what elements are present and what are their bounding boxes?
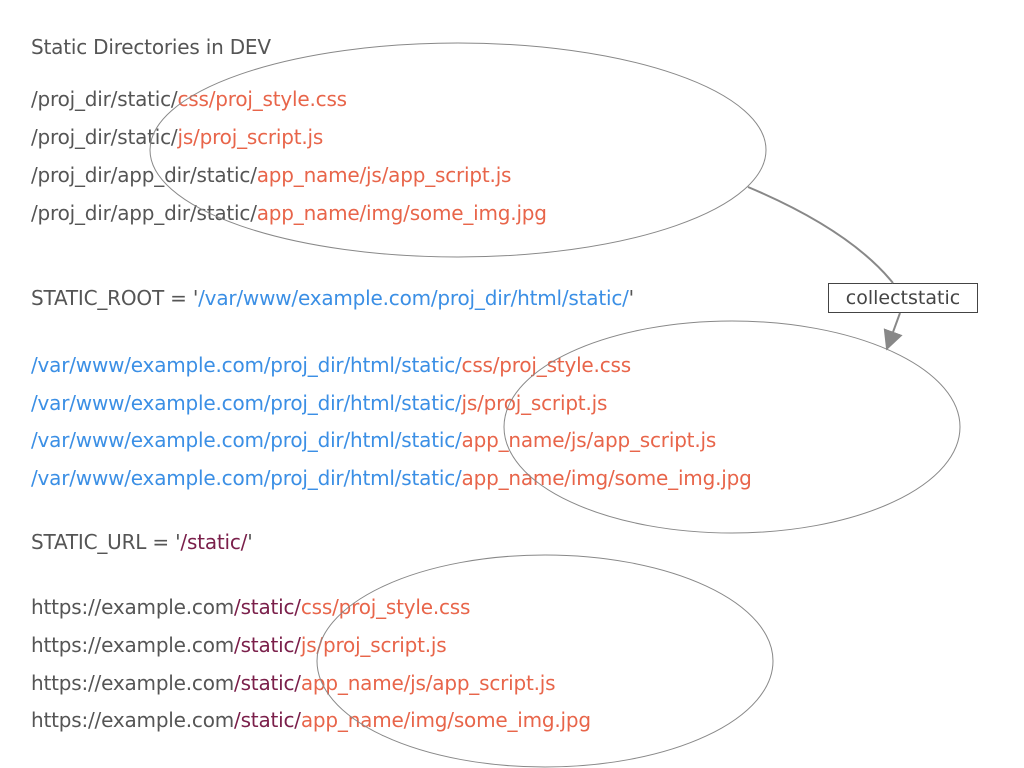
root-path-row: /var/www/example.com/proj_dir/html/stati… <box>31 391 607 415</box>
url-path-row: https://example.com/static/js/proj_scrip… <box>31 633 447 657</box>
static-url-value: /static/ <box>180 530 248 554</box>
root-path-row: /var/www/example.com/proj_dir/html/stati… <box>31 353 631 377</box>
collectstatic-arrow-line <box>747 186 894 284</box>
url-host: https://example.com <box>31 671 235 695</box>
static-url-close-quote: ' <box>247 530 253 554</box>
url-suffix: app_name/img/some_img.jpg <box>300 708 591 732</box>
root-path-row: /var/www/example.com/proj_dir/html/stati… <box>31 428 716 452</box>
root-path-prefix: /var/www/example.com/proj_dir/html/stati… <box>31 353 462 377</box>
url-host: https://example.com <box>31 708 235 732</box>
dev-path-suffix: css/proj_style.css <box>177 87 347 111</box>
url-path-row: https://example.com/static/css/proj_styl… <box>31 595 470 619</box>
diagram-title: Static Directories in DEV <box>31 35 271 59</box>
url-static: /static/ <box>234 633 301 657</box>
dev-paths-ellipse <box>149 42 767 258</box>
url-static: /static/ <box>234 595 301 619</box>
dev-path-suffix: app_name/img/some_img.jpg <box>256 201 547 225</box>
root-paths-ellipse <box>503 320 961 534</box>
static-root-close-quote: ' <box>628 286 635 310</box>
collectstatic-arrow-head <box>883 312 903 351</box>
dev-path-row: /proj_dir/app_dir/static/app_name/img/so… <box>31 201 547 225</box>
url-path-row: https://example.com/static/app_name/img/… <box>31 708 591 732</box>
dev-path-row: /proj_dir/app_dir/static/app_name/js/app… <box>31 163 511 187</box>
url-static: /static/ <box>234 671 301 695</box>
dev-path-suffix: js/proj_script.js <box>177 125 324 149</box>
url-host: https://example.com <box>31 633 235 657</box>
root-path-prefix: /var/www/example.com/proj_dir/html/stati… <box>31 428 462 452</box>
collectstatic-label: collectstatic <box>828 283 978 313</box>
static-url-label: STATIC_URL = ' <box>31 530 181 554</box>
dev-path-prefix: /proj_dir/static/ <box>31 87 178 111</box>
url-suffix: js/proj_script.js <box>300 633 447 657</box>
url-suffix: app_name/js/app_script.js <box>300 671 556 695</box>
url-path-row: https://example.com/static/app_name/js/a… <box>31 671 556 695</box>
dev-path-row: /proj_dir/static/js/proj_script.js <box>31 125 323 149</box>
root-path-prefix: /var/www/example.com/proj_dir/html/stati… <box>31 466 462 490</box>
static-root-label: STATIC_ROOT = ' <box>31 286 199 310</box>
url-static: /static/ <box>234 708 301 732</box>
root-path-suffix: app_name/img/some_img.jpg <box>461 466 752 490</box>
root-path-row: /var/www/example.com/proj_dir/html/stati… <box>31 466 752 490</box>
static-root-value: /var/www/example.com/proj_dir/html/stati… <box>198 286 629 310</box>
dev-path-prefix: /proj_dir/app_dir/static/ <box>31 163 257 187</box>
root-path-prefix: /var/www/example.com/proj_dir/html/stati… <box>31 391 462 415</box>
url-suffix: css/proj_style.css <box>300 595 471 619</box>
url-paths-ellipse <box>316 554 774 768</box>
dev-path-prefix: /proj_dir/app_dir/static/ <box>31 201 257 225</box>
url-host: https://example.com <box>31 595 235 619</box>
root-path-suffix: js/proj_script.js <box>461 391 608 415</box>
static-url-setting: STATIC_URL = '/static/' <box>31 530 253 554</box>
dev-path-suffix: app_name/js/app_script.js <box>256 163 512 187</box>
dev-path-row: /proj_dir/static/css/proj_style.css <box>31 87 347 111</box>
static-root-setting: STATIC_ROOT = '/var/www/example.com/proj… <box>31 286 634 310</box>
dev-path-prefix: /proj_dir/static/ <box>31 125 178 149</box>
